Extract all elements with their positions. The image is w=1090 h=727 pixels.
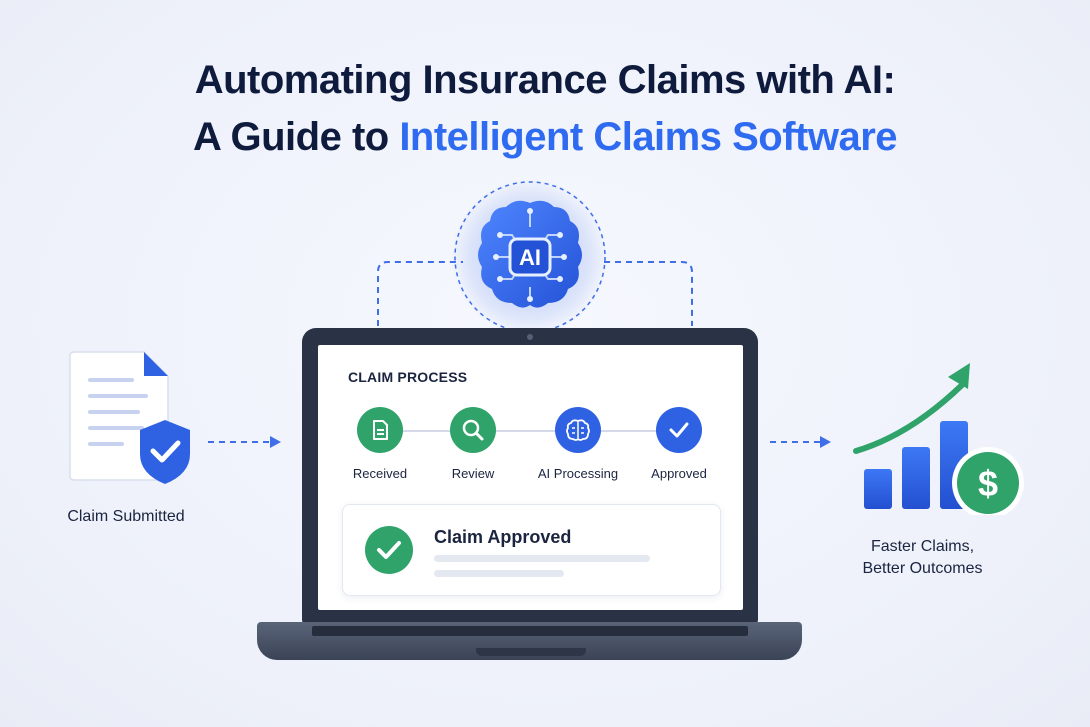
placeholder-line-2: [434, 570, 564, 577]
laptop-notch: [476, 648, 586, 656]
check-circle-icon: [365, 526, 413, 574]
step-approved: [656, 407, 702, 453]
step-ai-processing-label: AI Processing: [537, 466, 619, 481]
step-received: [357, 407, 403, 453]
claim-approved-title: Claim Approved: [434, 527, 572, 547]
steps-connector: [380, 430, 680, 432]
ai-label: AI: [519, 245, 541, 270]
growth-chart-dollar-icon: $: [853, 363, 1024, 515]
placeholder-line-1: [434, 555, 650, 562]
svg-text:$: $: [978, 463, 998, 504]
faster-claims-caption-2: Better Outcomes: [862, 560, 983, 577]
title-highlight: Intelligent Claims Software: [399, 115, 898, 159]
claim-submitted-caption: Claim Submitted: [67, 508, 185, 525]
title-prefix: A Guide to: [192, 115, 400, 159]
step-review-label: Review: [451, 466, 495, 481]
laptop-keyboard-edge: [312, 626, 748, 636]
right-arrow: [770, 436, 831, 448]
magnifier-icon: [462, 419, 484, 441]
laptop-camera: [527, 334, 533, 340]
check-icon: [669, 422, 689, 438]
claim-process-title: CLAIM PROCESS: [348, 369, 468, 385]
step-review: [450, 407, 496, 453]
step-approved-label: Approved: [651, 466, 707, 481]
shield-check-document-icon: [69, 351, 190, 484]
brain-icon: [566, 419, 590, 441]
faster-claims-caption-1: Faster Claims,: [870, 538, 975, 555]
step-received-label: Received: [352, 466, 408, 481]
ai-connector-lines: [377, 181, 693, 333]
left-arrow: [208, 436, 281, 448]
document-icon: [373, 420, 388, 440]
page-title-line-1: Automating Insurance Claims with AI:: [194, 58, 896, 102]
brain-circuit-icon: [478, 200, 582, 308]
step-ai-processing: [555, 407, 601, 453]
page-title-line-2: A Guide to Intelligent Claims Software: [0, 115, 1090, 160]
